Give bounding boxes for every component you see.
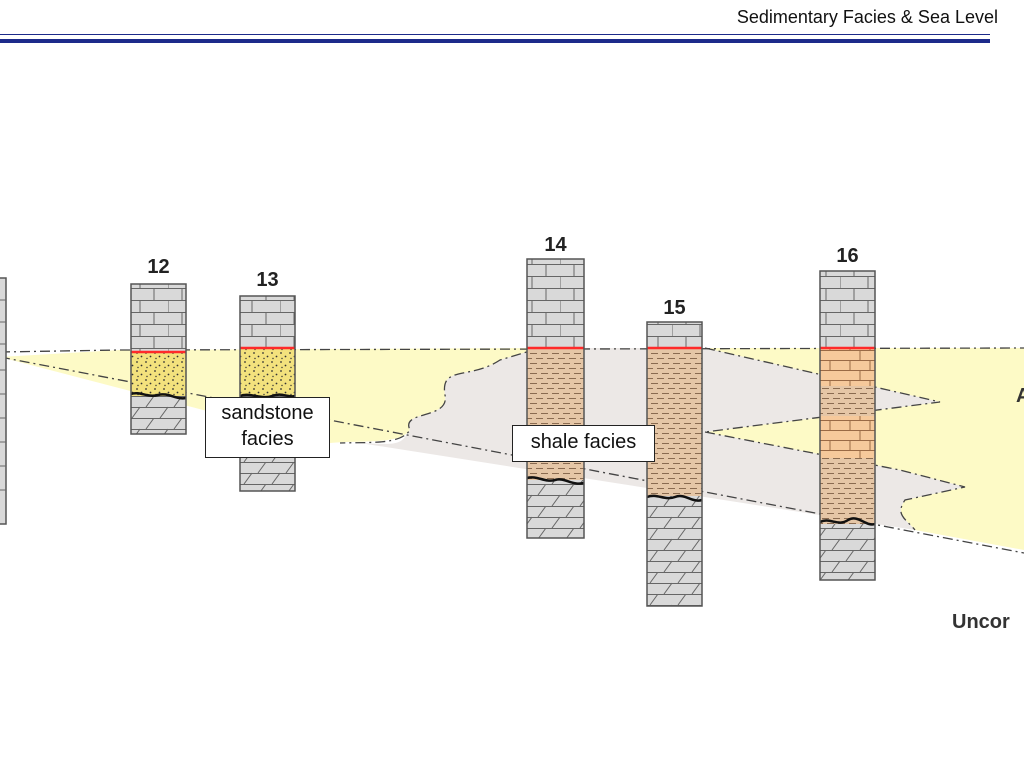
column-label-15: 15 <box>663 297 685 319</box>
column-label-16: 16 <box>836 245 858 267</box>
title-rule-thick <box>0 39 990 43</box>
sea-level-datum-line <box>0 347 1024 353</box>
shale-facies-callout: shale facies <box>512 425 655 462</box>
column-16: 16 <box>819 245 876 581</box>
sandstone-facies-label: sandstone facies <box>221 402 314 450</box>
shale-facies-label: shale facies <box>530 431 637 453</box>
column-edge <box>0 277 7 525</box>
sandstone-facies-callout: sandstone facies <box>205 397 330 458</box>
column-label-14: 14 <box>544 234 567 256</box>
edge-letter-label: A <box>1016 385 1024 407</box>
column-14: 14 <box>526 234 585 539</box>
unconformity-label: Uncor <box>952 611 1010 633</box>
shale-sandstone-boundary-line <box>339 347 541 444</box>
slide-title: Sedimentary Facies & Sea Level <box>736 7 998 27</box>
title-rule-thin <box>0 34 990 35</box>
upper-tongue-boundary-line <box>704 347 941 433</box>
column-label-13: 13 <box>256 269 278 291</box>
column-15: 15 <box>646 297 703 607</box>
column-label-12: 12 <box>147 256 169 278</box>
column-12: 12 <box>130 256 187 435</box>
